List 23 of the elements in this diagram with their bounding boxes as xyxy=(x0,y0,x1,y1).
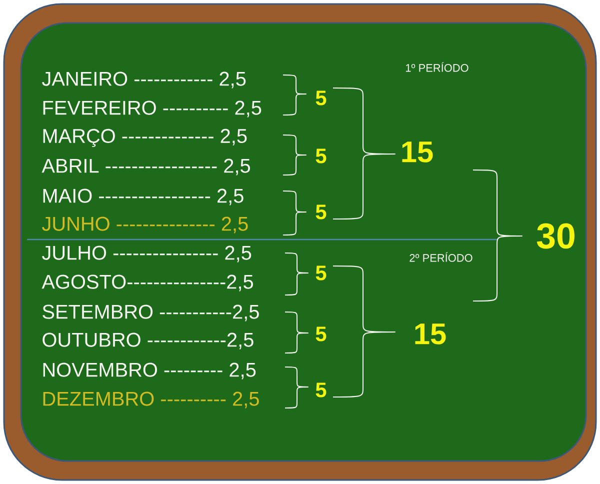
month-entry: JANEIRO ------------ 2,5 xyxy=(42,72,246,88)
month-entry: JUNHO --------------- 2,5 xyxy=(42,216,248,234)
subtotal-value: 5 xyxy=(316,90,326,106)
month-entry: SETEMBRO -----------2,5 xyxy=(42,304,259,322)
month-entry: MARÇO -------------- 2,5 xyxy=(43,128,247,148)
month-entry: NOVEMBRO --------- 2,5 xyxy=(43,362,256,380)
month-entry: FEVEREIRO ---------- 2,5 xyxy=(43,100,262,118)
subtotal-value: 5 xyxy=(316,382,326,398)
period-label: 2º PERÍODO xyxy=(410,252,472,262)
total-value: 30 xyxy=(536,223,574,249)
month-entry: MAIO ----------------- 2,5 xyxy=(43,188,244,206)
subtotal-value: 5 xyxy=(316,204,326,220)
month-entry: DEZEMBRO ---------- 2,5 xyxy=(43,392,259,408)
subtotal-value: 5 xyxy=(316,266,326,280)
subtotal-value: 5 xyxy=(316,326,326,342)
subtotal-value: 15 xyxy=(415,324,446,344)
subtotal-value: 5 xyxy=(316,148,326,164)
month-entry: JULHO ---------------- 2,5 xyxy=(42,246,252,262)
subtotal-value: 15 xyxy=(402,142,433,162)
month-entry: OUTUBRO ------------2,5 xyxy=(42,332,254,350)
period-label: 1º PERÍODO xyxy=(406,62,468,72)
month-entry: ABRIL ----------------- 2,5 xyxy=(42,158,250,176)
month-entry: AGOSTO---------------2,5 xyxy=(42,274,253,292)
